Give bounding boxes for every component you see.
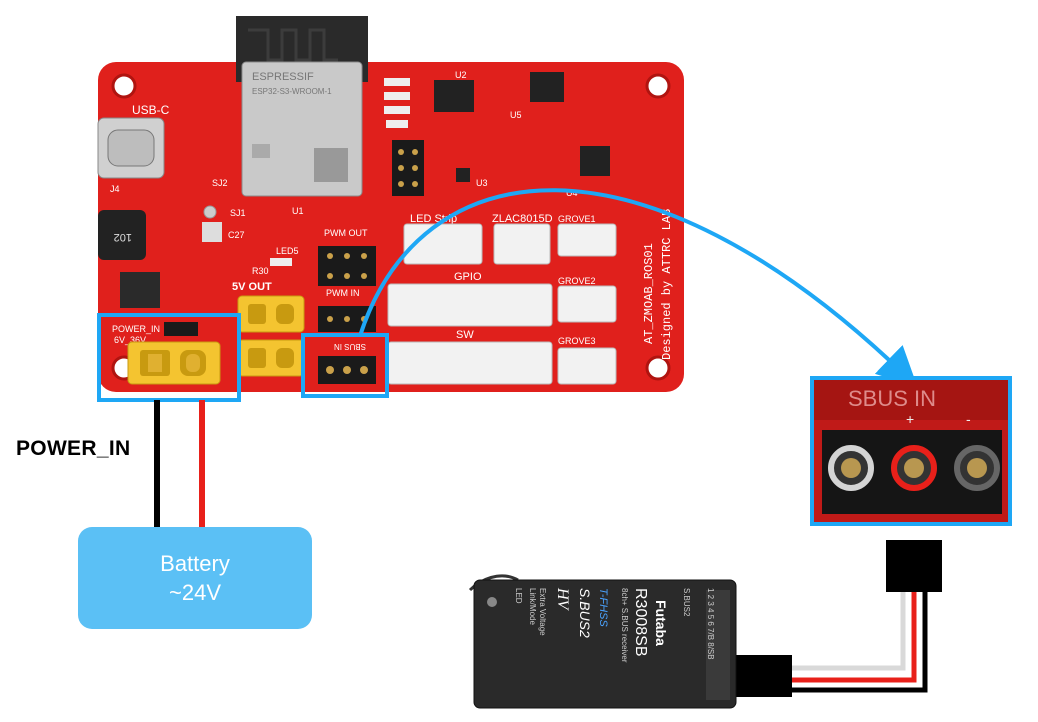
receiver-brand: Futaba [653, 600, 669, 646]
sj2-label: SJ2 [212, 178, 228, 188]
chip-u5 [530, 72, 564, 102]
zoom-header-text: SBUS IN [848, 386, 936, 411]
mount-hole [111, 73, 137, 99]
u4-label: U4 [566, 188, 578, 198]
power-in-highlight [97, 313, 241, 402]
receiver-ext-voltage: Extra Voltage [538, 588, 547, 636]
u1-label: U1 [292, 206, 304, 216]
r30-label: R30 [252, 266, 269, 276]
receiver-channels: 1 2 3 4 5 6 7/B 8/SB [706, 588, 715, 660]
receiver-link-mode: Link/Mode [528, 588, 537, 625]
connector-gpio [387, 283, 553, 327]
receiver-port-label: S.BUS2 [682, 588, 691, 617]
grove3-label: GROVE3 [558, 336, 596, 346]
pwm-out-header [318, 246, 376, 286]
chip-u2 [434, 80, 474, 112]
j4-label: J4 [110, 184, 120, 194]
receiver-model: R3008SB [632, 588, 649, 657]
grove2-label: GROVE2 [558, 276, 596, 286]
designer-text: Designed by ATTRC LAB [660, 209, 674, 360]
pwm-in-label: PWM IN [326, 288, 360, 298]
receiver-sbus2: S.BUS2 [577, 588, 593, 638]
inductor-label: 102 [114, 231, 132, 243]
module-brand-text: ESPRESSIF [252, 71, 314, 83]
power-in-board-label: POWER_IN [112, 324, 160, 334]
xt30-5v-b [237, 339, 305, 377]
sbus-in-board-label: SBUS IN [334, 342, 366, 351]
grove1-label: GROVE1 [558, 214, 596, 224]
futaba-receiver: Futaba R3008SB 8ch+ S.BUS receiver T-FHS… [468, 574, 737, 709]
power-in-label: POWER_IN [16, 437, 131, 460]
controller-board: ESPRESSIF ESP32-S3-WROOM-1 U1 USB-C J4 1… [97, 16, 684, 392]
gpio-label: GPIO [454, 271, 482, 283]
mount-hole [645, 355, 671, 381]
receiver-led: LED [514, 588, 523, 604]
battery-name: Battery [160, 551, 230, 576]
c27-label: C27 [228, 230, 245, 240]
battery-block: Battery ~24V [78, 527, 312, 629]
zoom-minus-sign: - [966, 411, 971, 427]
sbus-in-highlight [301, 333, 389, 398]
power-range-label: 6V_36V [114, 335, 146, 345]
connector-grove1 [557, 223, 617, 257]
sw-label: SW [456, 329, 474, 341]
sbus-pin-ground [954, 445, 1000, 491]
connector-grove2 [557, 285, 617, 323]
sbus-pin-plus [891, 445, 937, 491]
connector-grove3 [557, 347, 617, 385]
cable-plug-receiver [728, 655, 792, 697]
zoom-plus-sign: + [906, 411, 914, 427]
usb-label: USB-C [132, 103, 170, 117]
u3-label: U3 [476, 178, 488, 188]
pwm-out-label: PWM OUT [324, 228, 368, 238]
receiver-body [473, 579, 737, 709]
sbus-pin-signal [828, 445, 874, 491]
mount-hole [645, 73, 671, 99]
sbus-cable [728, 540, 942, 697]
u2-label: U2 [455, 70, 467, 80]
u5-label: U5 [510, 110, 522, 120]
battery-voltage: ~24V [169, 580, 221, 605]
zlac-label: ZLAC8015D [492, 213, 553, 225]
receiver-hv: HV [554, 587, 571, 612]
zoom-arrow [358, 188, 918, 388]
connector-sw [387, 341, 553, 385]
5v-out-label: 5V OUT [232, 281, 272, 293]
chip-u3 [456, 168, 470, 182]
header-j5 [392, 140, 424, 196]
inductor [98, 210, 146, 260]
xt30-5v-a [237, 295, 305, 333]
receiver-subtitle: 8ch+ S.BUS receiver [620, 588, 629, 663]
zoom-frame [810, 376, 1012, 526]
cable-plug-top [886, 540, 942, 592]
sj1-label: SJ1 [230, 208, 246, 218]
chip-regulator [120, 272, 160, 308]
sbus-zoom-inset: SBUS IN + - [810, 376, 1012, 526]
receiver-badge: T-FHSS [597, 588, 609, 627]
led5-label: LED5 [276, 246, 299, 256]
led-strip-label: LED Strip [410, 213, 457, 225]
board-name-text: AT_ZMOAB_ROS01 [642, 243, 656, 344]
chip-u4 [580, 146, 610, 176]
module-name-text: ESP32-S3-WROOM-1 [252, 87, 332, 96]
connector-zlac [493, 223, 551, 265]
